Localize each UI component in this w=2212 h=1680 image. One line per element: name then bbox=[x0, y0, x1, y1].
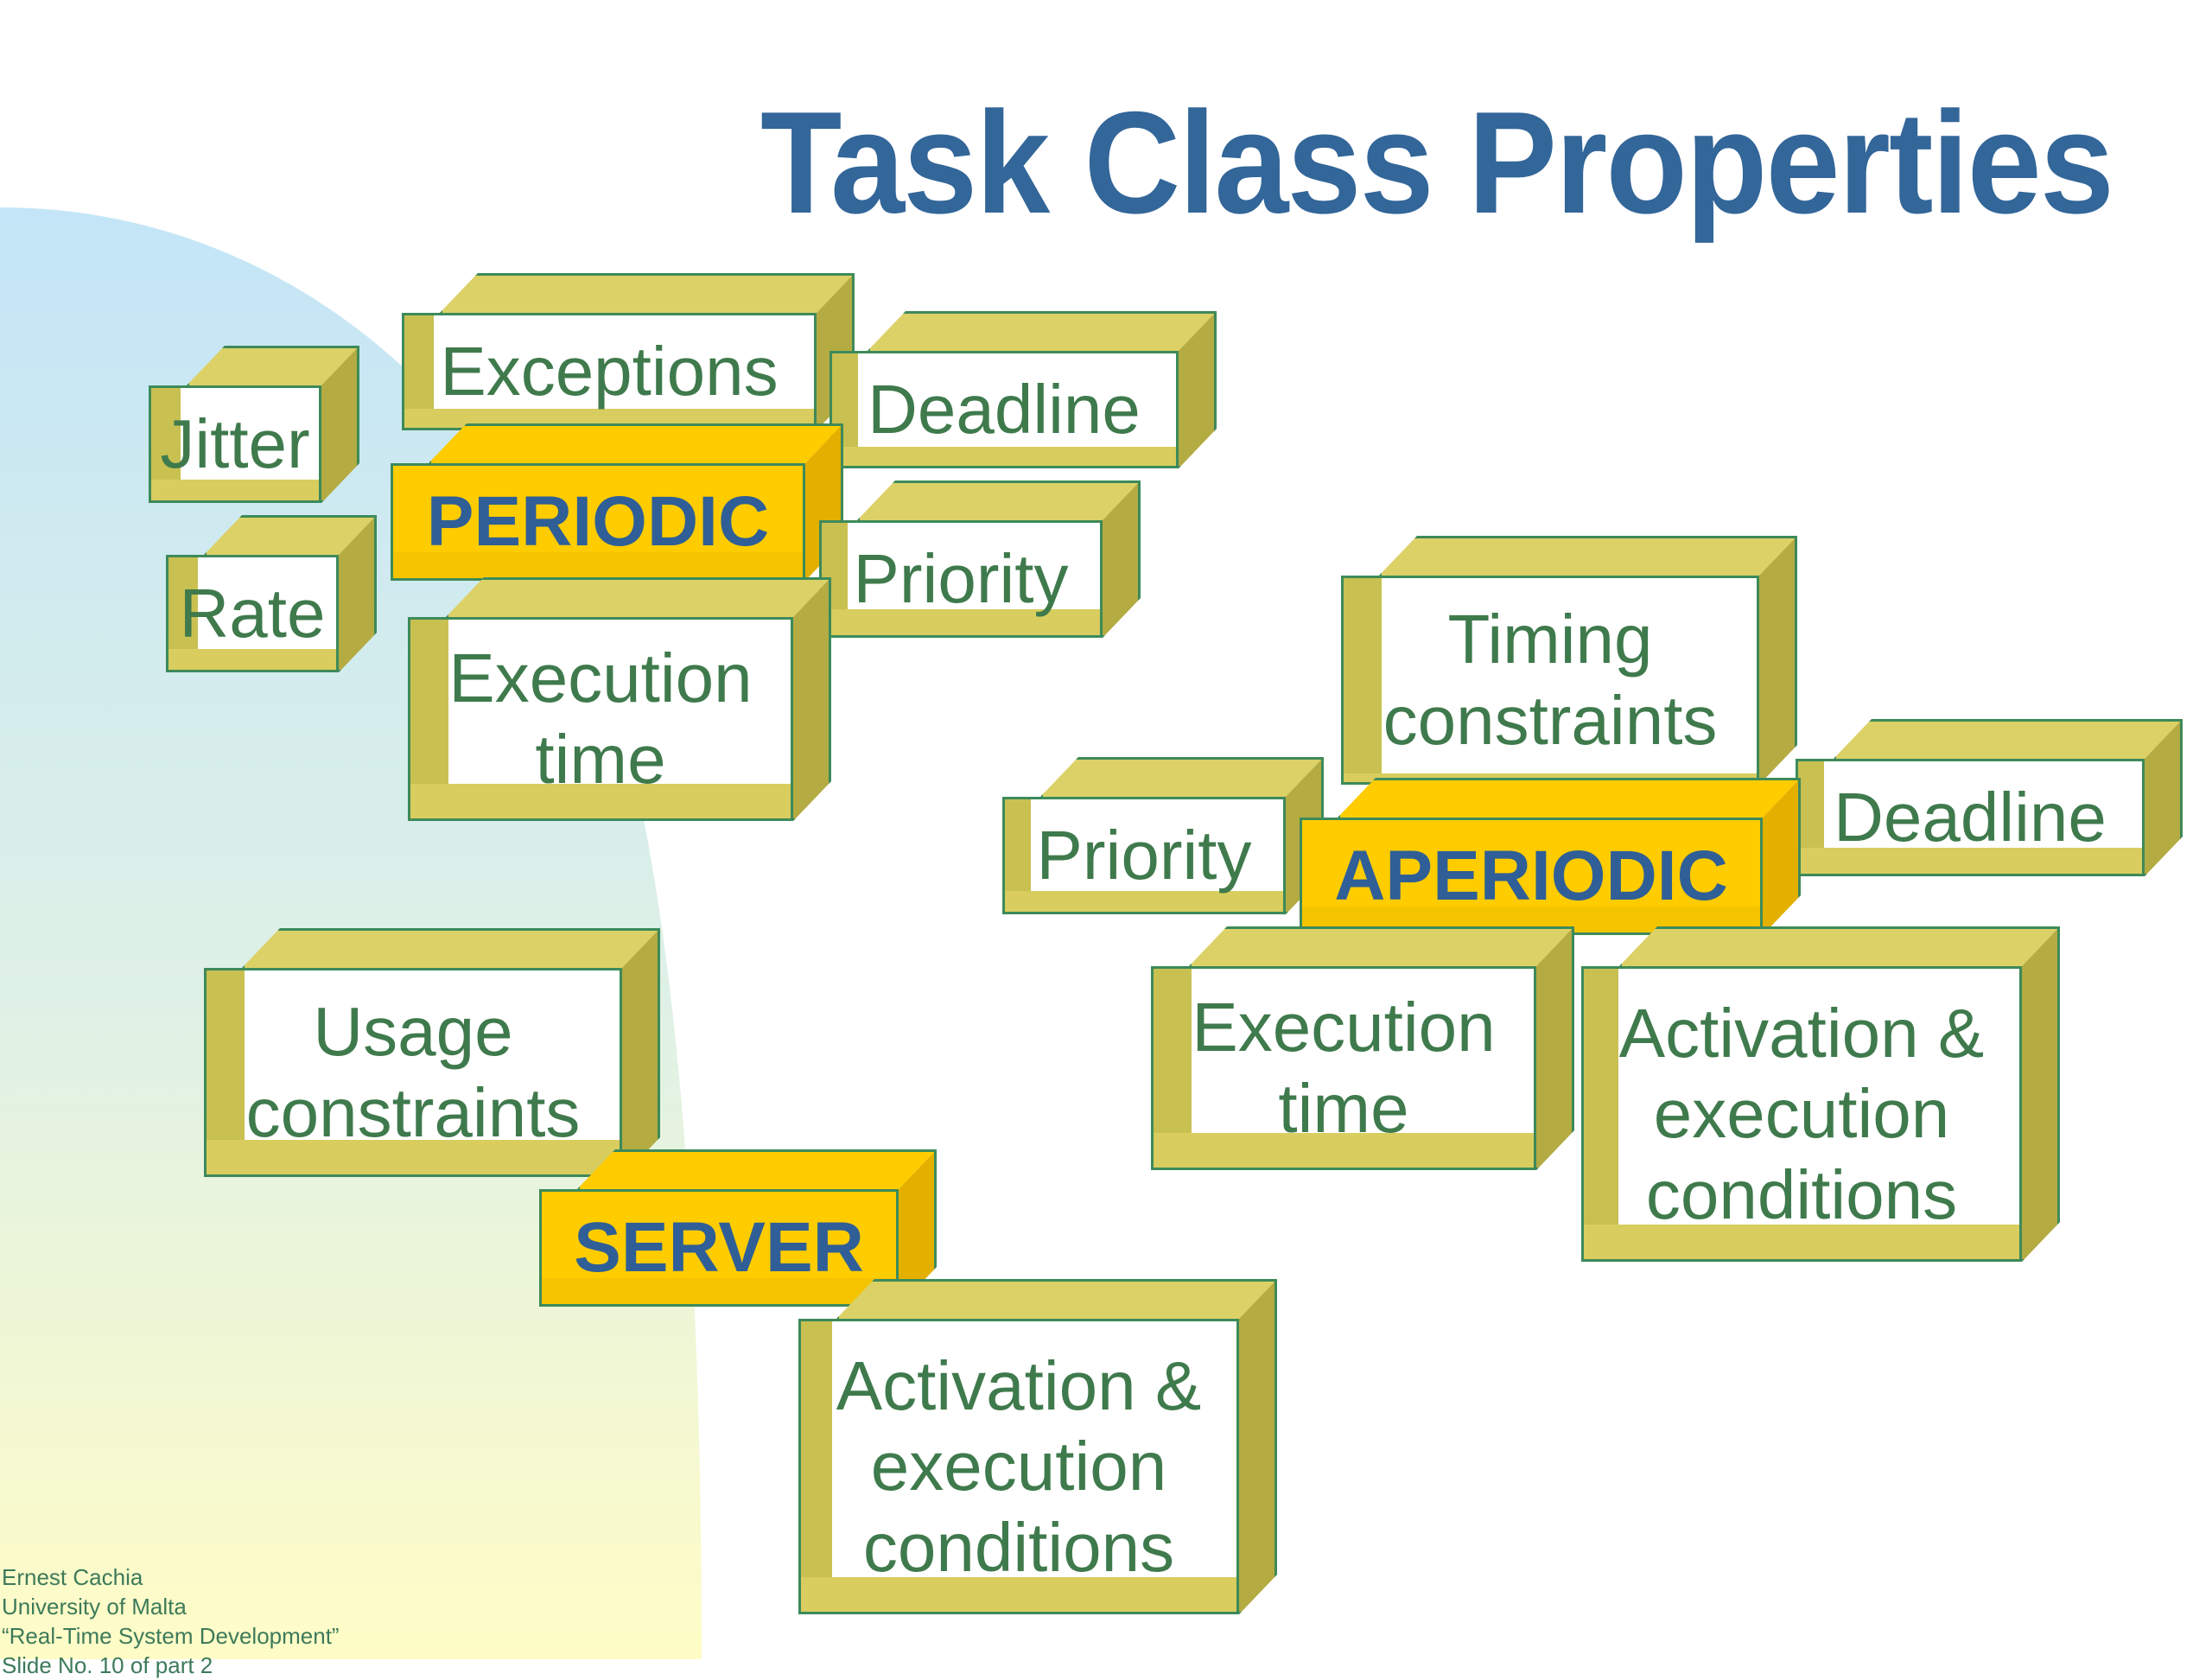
property-box-deadline: Deadline bbox=[830, 311, 1217, 468]
property-label: Deadline bbox=[868, 371, 1141, 449]
property-label: Activation & execution conditions bbox=[1618, 994, 1985, 1233]
property-label: Exceptions bbox=[440, 333, 779, 410]
property-box-activation-execution-conditions: Activation & execution conditions bbox=[798, 1279, 1277, 1614]
class-box-aperiodic: APERIODIC bbox=[1300, 778, 1801, 935]
class-box-server: SERVER bbox=[539, 1149, 937, 1307]
property-label: Usage constraints bbox=[245, 993, 581, 1151]
property-label: Execution time bbox=[1192, 989, 1496, 1147]
property-box-exceptions: Exceptions bbox=[402, 273, 855, 430]
property-box-usage-constraints: Usage constraints bbox=[204, 928, 660, 1177]
footer-course: “Real-Time System Development” bbox=[2, 1623, 340, 1649]
property-box-priority: Priority bbox=[1002, 757, 1324, 914]
property-label: Priority bbox=[1036, 817, 1252, 894]
property-label: Jitter bbox=[160, 405, 310, 483]
footer-institution: University of Malta bbox=[2, 1594, 187, 1620]
class-label-aperiodic: APERIODIC bbox=[1334, 837, 1728, 916]
property-box-timing-constraints: Timing constraints bbox=[1341, 536, 1797, 785]
property-label: Timing constraints bbox=[1382, 601, 1718, 759]
footer-author: Ernest Cachia bbox=[2, 1564, 143, 1590]
property-label: Rate bbox=[179, 575, 326, 652]
property-box-execution-time: Execution time bbox=[408, 577, 831, 821]
slide-footer: Ernest Cachia University of Malta “Real-… bbox=[2, 1562, 340, 1680]
class-box-periodic: PERIODIC bbox=[391, 423, 843, 581]
property-box-activation-execution-conditions: Activation & execution conditions bbox=[1581, 926, 2060, 1262]
property-box-execution-time: Execution time bbox=[1151, 926, 1574, 1170]
footer-slide-number: Slide No. 10 of part 2 bbox=[2, 1652, 213, 1678]
property-box-priority: Priority bbox=[819, 480, 1141, 638]
class-label-server: SERVER bbox=[574, 1208, 864, 1288]
property-label: Priority bbox=[853, 540, 1069, 618]
class-label-periodic: PERIODIC bbox=[426, 482, 770, 562]
property-box-rate: Rate bbox=[166, 515, 377, 672]
page-title: Task Class Properties bbox=[760, 81, 2114, 244]
property-box-deadline: Deadline bbox=[1796, 719, 2183, 876]
property-box-jitter: Jitter bbox=[149, 346, 359, 503]
property-label: Execution time bbox=[448, 640, 753, 798]
property-label: Activation & execution conditions bbox=[836, 1346, 1202, 1586]
property-label: Deadline bbox=[1834, 779, 2107, 856]
